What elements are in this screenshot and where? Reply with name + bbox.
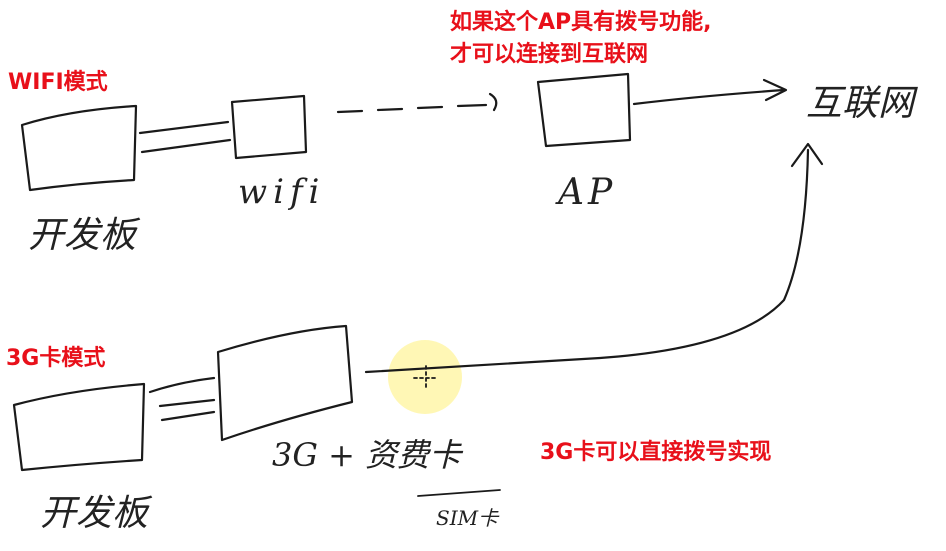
devboard-top-box [20,104,138,192]
devboard-3g-link [148,376,216,422]
devboard-bottom-box [12,382,146,472]
ap-box [536,72,632,148]
g3-internet-arrowhead [790,142,824,168]
cursor-crosshair [413,365,439,391]
ap-note-line2: 才可以连接到互联网 [450,42,649,67]
devboard-wifi-link [138,120,232,154]
g3-module-box [216,324,354,442]
wifi-module-box [230,94,308,160]
wifi-ap-dashed-arrow [336,103,488,114]
internet-label: 互联网 [806,83,915,124]
ap-internet-arrow [632,88,786,106]
ap-label: AP [558,172,617,213]
wifi-label: wifi [238,172,326,212]
card-underline [417,489,501,497]
g3-internet-curve [364,148,810,374]
cursor-highlight [388,340,462,414]
g3-mode-label: 3G卡模式 [6,346,106,371]
g3-card-label: 3G + 资费卡 [272,436,462,474]
wifi-mode-label: WIFI模式 [8,70,108,95]
g3-note-label: 3G卡可以直接拨号实现 [540,440,772,465]
devboard-top-label: 开发板 [28,215,137,256]
ap-note-line1: 如果这个AP具有拨号功能, [450,10,712,35]
devboard-bottom-label: 开发板 [40,493,149,534]
sim-card-label: SIM卡 [436,506,499,530]
ap-internet-arrowhead [762,78,788,102]
wifi-ap-arrowhead [488,92,498,112]
